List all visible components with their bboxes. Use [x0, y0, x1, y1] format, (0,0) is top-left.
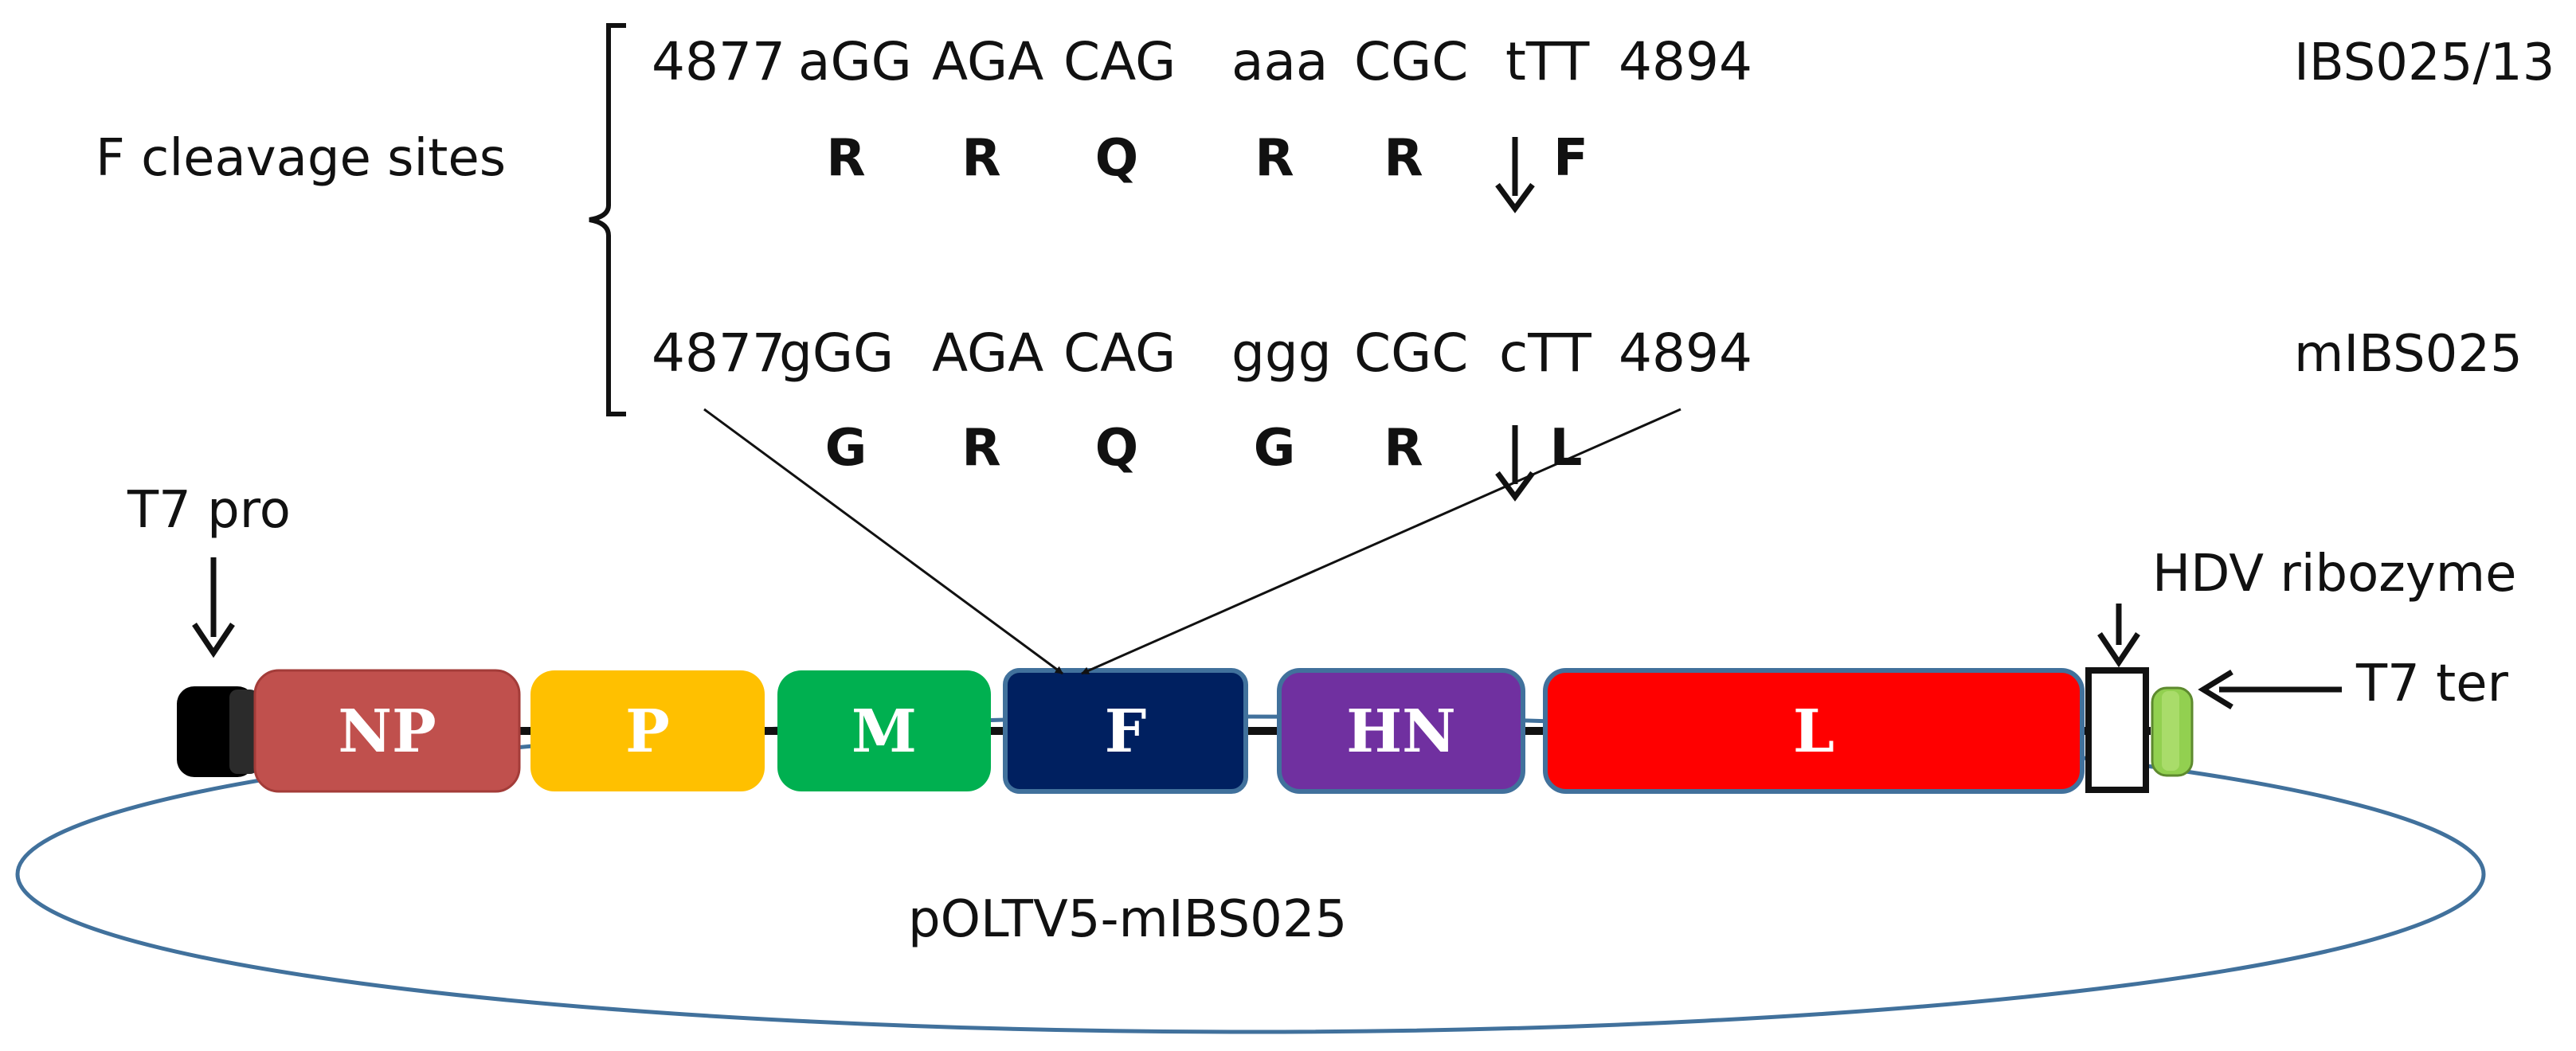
hdv-ribozyme-arrow — [2097, 604, 2140, 668]
codon: aaa — [1231, 31, 1328, 92]
gene-label-F: F — [1105, 697, 1147, 766]
cleavage-bracket — [589, 23, 626, 416]
t7-pro-arrow — [192, 557, 235, 658]
codon: aGG — [798, 31, 912, 92]
gene-label-L: L — [1793, 697, 1834, 766]
amino-acid: R — [1384, 419, 1423, 478]
codon: AGA — [932, 31, 1043, 92]
aa-row-wildtype: R R Q R R F — [826, 129, 1588, 188]
t7-promoter-block — [177, 686, 258, 777]
amino-acid: F — [1553, 129, 1588, 188]
gene-label-P: P — [625, 697, 670, 766]
codon: AGA — [932, 322, 1043, 384]
hdv-ribozyme-box — [2085, 667, 2149, 793]
cleavage-arrow-mutant — [1495, 425, 1535, 502]
seq-start: 4877 — [652, 31, 785, 92]
amino-acid: L — [1550, 419, 1583, 478]
t7-ter-label: T7 ter — [2355, 654, 2509, 713]
amino-acid: R — [826, 129, 865, 188]
seq-end: 4894 — [1619, 31, 1752, 92]
gene-L: L — [1543, 668, 2085, 794]
gene-label-HN: HN — [1346, 697, 1456, 766]
plasmid-ring — [15, 714, 2486, 1034]
codon: cTT — [1499, 322, 1591, 384]
gene-NP: NP — [253, 669, 521, 793]
seq-end: 4894 — [1619, 322, 1752, 384]
gene-HN: HN — [1277, 668, 1525, 794]
t7-terminator-block — [2151, 686, 2194, 777]
gene-F: F — [1003, 668, 1248, 794]
t7-ter-arrow — [2198, 670, 2342, 709]
amino-acid: Q — [1095, 419, 1138, 478]
strain-label: IBS025/13 — [2294, 33, 2554, 92]
amino-acid: G — [825, 419, 867, 478]
t7-pro-label: T7 pro — [127, 481, 291, 540]
amino-acid: R — [1255, 129, 1294, 188]
gene-label-M: M — [851, 697, 917, 766]
amino-acid: G — [1254, 419, 1296, 478]
f-cleavage-label: F cleavage sites — [96, 129, 506, 188]
cleavage-arrow-wildtype — [1495, 137, 1535, 213]
strain-label: mIBS025 — [2294, 325, 2523, 384]
sequence-row-mutant: 4877 gGG AGA CAG ggg CGC cTT 4894 mIBS02… — [652, 322, 2523, 384]
gene-M: M — [777, 670, 991, 791]
aa-row-mutant: G R Q G R L — [825, 419, 1583, 478]
funnel-line-right — [1081, 408, 1681, 675]
seq-start: 4877 — [652, 322, 785, 384]
hdv-ribozyme-label: HDV ribozyme — [2152, 545, 2516, 604]
codon: ggg — [1231, 322, 1332, 384]
amino-acid: R — [1384, 129, 1423, 188]
gene-P: P — [530, 670, 765, 791]
codon: tTT — [1505, 31, 1590, 92]
sequence-row-wildtype: 4877 aGG AGA CAG aaa CGC tTT 4894 IBS025… — [652, 31, 2554, 92]
funnel-line-left — [703, 408, 1063, 675]
codon: CAG — [1063, 31, 1176, 92]
codon: CAG — [1063, 322, 1176, 384]
codon: CGC — [1354, 322, 1468, 384]
amino-acid: R — [961, 129, 1000, 188]
amino-acid: R — [961, 419, 1000, 478]
codon: CGC — [1354, 31, 1468, 92]
plasmid-name-label: pOLTV5-mIBS025 — [908, 890, 1347, 949]
amino-acid: Q — [1095, 129, 1138, 188]
gene-label-NP: NP — [338, 697, 436, 766]
codon: gGG — [779, 322, 894, 384]
